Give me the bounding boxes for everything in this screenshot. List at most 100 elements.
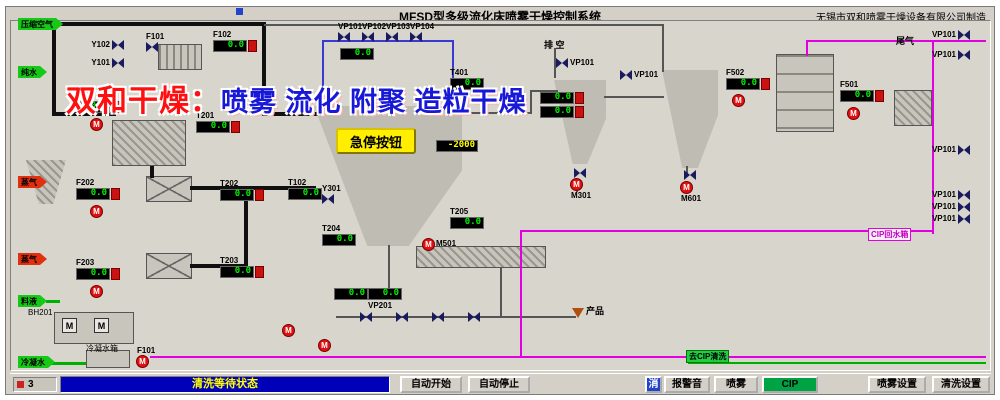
item-label: F101 [146, 32, 165, 41]
item-label: VP104 [410, 22, 435, 31]
display-value: 0.0 [220, 189, 254, 201]
alarm-chip [575, 106, 584, 118]
item-label: M601 [681, 194, 702, 203]
pipe [530, 90, 558, 92]
valve-VP101[interactable]: VP101 [932, 202, 970, 212]
button-clean-settings[interactable]: 清洗设置 [932, 376, 990, 393]
valve[interactable] [432, 312, 444, 322]
valve-VP101[interactable]: VP101 [932, 214, 970, 224]
item-label: F202 [76, 178, 95, 187]
display-value: 0.0 [368, 288, 402, 300]
item-label: T202 [220, 179, 239, 188]
valve[interactable] [360, 312, 372, 322]
pipe [190, 186, 316, 190]
inlet-label: 蒸气 [18, 176, 40, 188]
valve-VP102[interactable]: VP102 [362, 22, 386, 42]
inlet-arrow: 纯水 [18, 66, 47, 78]
valve-VP101[interactable]: VP101 [932, 190, 970, 200]
pipe [150, 356, 986, 358]
valve-Y102[interactable]: Y102 [91, 40, 124, 50]
valve-VP101[interactable]: VP101 [932, 30, 970, 40]
pump[interactable]: M [90, 205, 103, 218]
display-value: 0.0 [76, 101, 110, 113]
pump[interactable]: M [318, 339, 331, 352]
page-indicator[interactable]: 3 [13, 377, 57, 392]
display-value: 0.0 [196, 121, 230, 133]
status-message: 清洗等待状态 [60, 376, 390, 393]
item-label: F203 [76, 258, 95, 267]
valve-VP101[interactable]: VP101 [932, 50, 970, 60]
arrow-tip-icon [40, 176, 47, 188]
inlet-arrow: 压缩空气 [18, 18, 63, 30]
display-value: -2000 [436, 140, 478, 152]
button-cip[interactable]: CIP [762, 376, 818, 393]
motor-icon: M [93, 120, 100, 129]
arrow-tip-icon [48, 356, 55, 368]
item-label: VP201 [368, 301, 393, 310]
valve-VP101[interactable]: VP101 [556, 58, 594, 68]
pipe [46, 362, 86, 365]
heat-exchanger-2 [146, 253, 192, 279]
inlet-label: 料液 [18, 295, 40, 307]
valve-VP101[interactable]: VP101 [932, 145, 970, 155]
button-alarm-sound[interactable]: 报警音 [664, 376, 710, 393]
page-icon [17, 381, 24, 388]
pipe [52, 112, 116, 116]
valve-Y301[interactable]: Y301 [322, 184, 341, 204]
pump[interactable]: M [90, 118, 103, 131]
motor-icon: M [735, 96, 742, 105]
display-value: 0.0 [220, 266, 254, 278]
motor-icon: M [321, 341, 328, 350]
emergency-stop-button[interactable]: 急停按钮 [336, 128, 416, 154]
valve[interactable] [574, 168, 586, 178]
label-产品: 产品 [586, 306, 605, 316]
display-value: 0.0 [540, 92, 584, 104]
display-value: 0.0 [288, 188, 322, 200]
pump[interactable]: M [90, 285, 103, 298]
valve-VP103[interactable]: VP103 [386, 22, 410, 42]
pipe [46, 300, 60, 303]
valve-VP101[interactable]: VP101 [338, 22, 362, 42]
button-auto-stop[interactable]: 自动停止 [468, 376, 530, 393]
motor-icon: M [850, 109, 857, 118]
label-CIP回水箱: CIP回水箱 [868, 228, 912, 241]
display-value: 0.0 [340, 48, 374, 60]
valve[interactable] [396, 312, 408, 322]
condensate-tank [86, 350, 130, 368]
button-spray[interactable]: 喷雾 [714, 376, 758, 393]
arrow-tip-icon [40, 253, 47, 265]
vibrating-fluid-bed [416, 246, 546, 268]
valve-Y101[interactable]: Y101 [91, 58, 124, 68]
label-M: M [94, 318, 109, 333]
valve-VP101[interactable]: VP101 [620, 70, 658, 80]
item-label: VP101 [931, 50, 956, 59]
pipe [662, 24, 664, 72]
item-label: F501 [840, 80, 859, 89]
pump[interactable]: M [282, 324, 295, 337]
pump[interactable]: M [732, 94, 745, 107]
item-label: VP103 [386, 22, 411, 31]
display-value: 0.0 [540, 92, 574, 104]
item-label: VP101 [634, 70, 659, 79]
button-auto-start[interactable]: 自动开始 [400, 376, 462, 393]
pump[interactable]: M [847, 107, 860, 120]
button-mute[interactable]: 消 [645, 376, 662, 393]
item-label: T203 [220, 256, 239, 265]
bag-filter [112, 120, 186, 166]
button-spray-settings[interactable]: 喷雾设置 [868, 376, 926, 393]
valve[interactable] [468, 312, 480, 322]
item-label: VP101 [931, 30, 956, 39]
valve-VP104[interactable]: VP104 [410, 22, 434, 42]
exhaust-filter [894, 90, 932, 126]
display-value: -2000 [436, 140, 478, 152]
valve[interactable] [684, 170, 696, 180]
valve-F101[interactable]: F101 [146, 32, 164, 52]
